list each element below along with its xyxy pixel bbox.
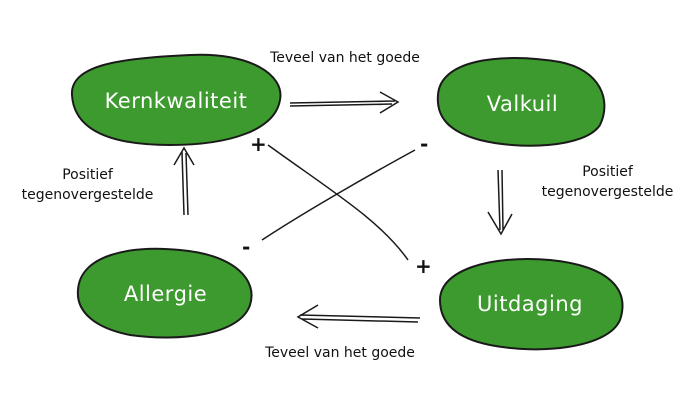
sign-allergie: - — [242, 235, 251, 259]
label-left-line2: tegenovergestelde — [21, 187, 154, 203]
sign-kernkwaliteit: + — [250, 132, 267, 156]
label-bottom: Teveel van het goede — [265, 345, 415, 361]
sign-valkuil: - — [420, 132, 429, 156]
label-right: Positief tegenovergestelde — [515, 162, 700, 202]
sign-uitdaging: + — [415, 254, 432, 278]
label-left-line1: Positief — [62, 167, 113, 183]
arrow-right — [487, 169, 513, 236]
arrow-bottom — [296, 304, 421, 329]
blob-allergie — [76, 247, 253, 339]
cross-line-1 — [267, 144, 409, 261]
cross-line-2 — [261, 149, 416, 241]
arrow-left — [173, 146, 195, 216]
node-kernkwaliteit: Kernkwaliteit — [104, 88, 248, 113]
blob-kernkwaliteit — [70, 53, 282, 147]
node-uitdaging: Uitdaging — [477, 292, 583, 316]
label-left: Positief tegenovergestelde — [0, 165, 175, 205]
blob-valkuil — [436, 57, 606, 147]
label-right-line1: Positief — [582, 164, 633, 180]
blob-uitdaging — [438, 258, 624, 351]
label-top: Teveel van het goede — [270, 50, 420, 66]
label-right-line2: tegenovergestelde — [541, 184, 674, 200]
node-valkuil: Valkuil — [486, 92, 559, 116]
arrow-top — [289, 91, 400, 114]
node-allergie: Allergie — [123, 282, 208, 306]
